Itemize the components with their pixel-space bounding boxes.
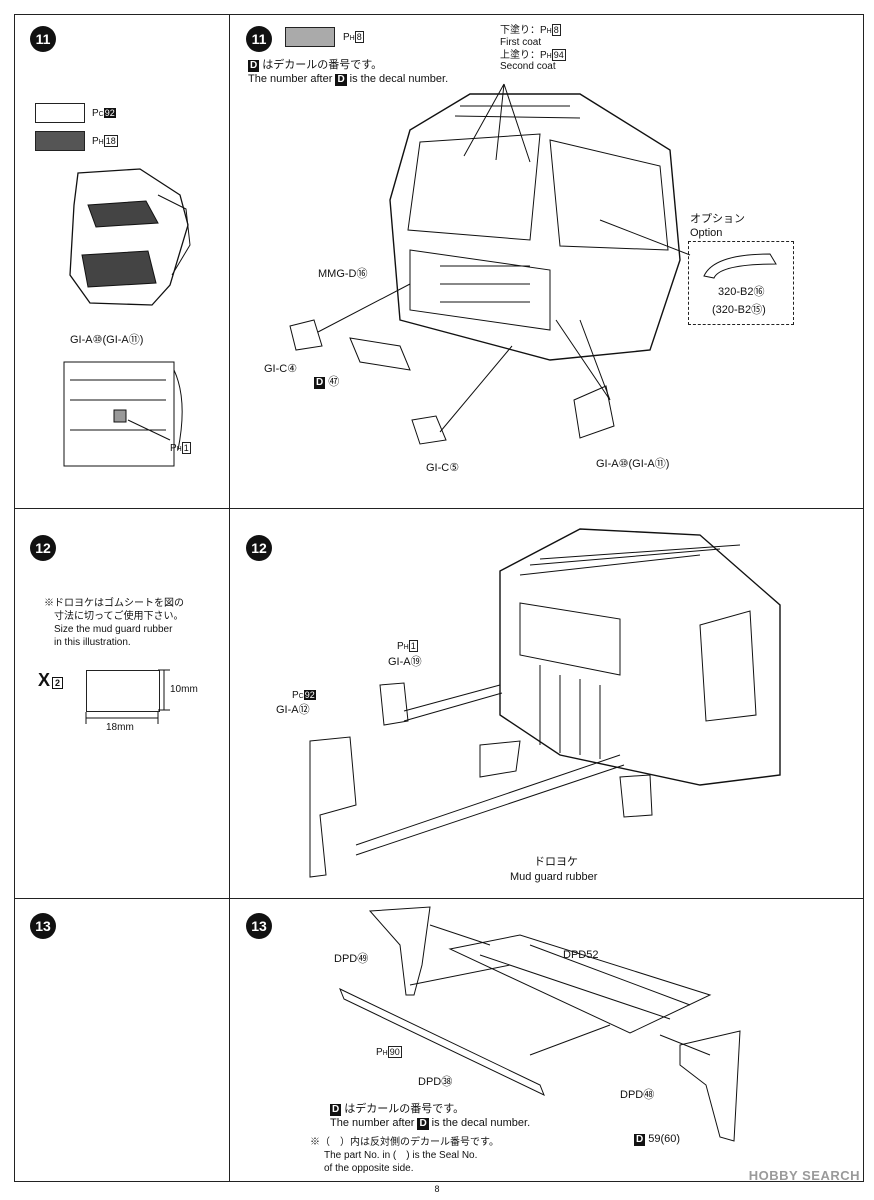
part-gi-c4: GI-C④ <box>264 363 298 375</box>
mudguard-note-en-2: in this illustration. <box>54 637 131 648</box>
paint-code-white: PC92 <box>92 108 116 119</box>
cab-rear-illustration <box>309 528 781 878</box>
mudguard-note-en-1: Size the mud guard rubber <box>54 624 173 635</box>
step-11-badge-left: 11 <box>30 26 56 52</box>
step-12-badge-left: 12 <box>30 535 56 561</box>
seal-note-en-2: of the opposite side. <box>324 1163 414 1174</box>
seal-note-jp: ※（ ）内は反対側のデカール番号です。 <box>310 1137 499 1148</box>
watermark: HOBBY SEARCH <box>748 1168 860 1183</box>
column-divider <box>229 14 230 1182</box>
step-11-badge-right: 11 <box>246 26 272 52</box>
mudguard-rubber-template <box>86 670 160 712</box>
mudguard-note-jp-2: 寸法に切ってご使用下さい。 <box>54 611 184 622</box>
part-gi-a10-right: GI-A⑩(GI-A⑪) <box>596 458 670 470</box>
mudguard-note-jp-1: ※ドロヨケはゴムシートを図の <box>44 598 184 609</box>
option-part-b: (320-B2⑮) <box>712 304 766 316</box>
row-divider-2 <box>14 898 864 899</box>
seat-part-illustration <box>69 168 191 306</box>
mudguard-label-en: Mud guard rubber <box>510 871 598 883</box>
part-label-gia10: GI-A⑩(GI-A⑪) <box>70 334 144 346</box>
seal-note-en-1: The part No. in ( ) is the Seal No. <box>324 1150 478 1161</box>
part-gi-c5: GI-C⑤ <box>426 462 460 474</box>
part-dpd48: DPD㊽ <box>620 1089 655 1101</box>
mudguard-dimension-lines <box>85 669 170 724</box>
option-part-a: 320-B2⑯ <box>718 286 765 298</box>
dim-height: 10mm <box>170 684 198 695</box>
step-12-badge-right: 12 <box>246 535 272 561</box>
part-dpd38: DPD㊳ <box>418 1076 453 1088</box>
step-13-badge-left: 13 <box>30 913 56 939</box>
second-coat-en: Second coat <box>500 61 556 72</box>
part-mmg-d16: MMG-D⑯ <box>318 268 368 280</box>
paint-swatch-dark <box>35 131 85 151</box>
mudguard-label-jp: ドロヨケ <box>534 856 578 868</box>
page-number: 8 <box>434 1184 440 1194</box>
row-divider-1 <box>14 508 864 509</box>
part-dpd49: DPD㊾ <box>334 953 369 965</box>
option-visor-illustration <box>703 253 777 279</box>
paint-swatch-grey <box>285 27 335 47</box>
option-part-box <box>688 241 794 325</box>
cab-interior-detail <box>63 361 183 467</box>
rear-deck-illustration <box>339 906 741 1142</box>
option-en: Option <box>690 227 723 239</box>
page-frame <box>14 14 864 1182</box>
first-coat-en: First coat <box>500 37 542 48</box>
cab-front-illustration <box>289 83 691 445</box>
paint-swatch-white <box>35 103 85 123</box>
part-gi-a12: GI-A⑫ <box>276 704 310 716</box>
part-dpd52: DPD52 <box>563 949 599 961</box>
step-13-badge-right: 13 <box>246 913 272 939</box>
option-jp: オプション <box>690 213 745 225</box>
dim-width: 18mm <box>106 722 134 733</box>
paint-code-pc92: PC92 <box>292 690 316 701</box>
part-gi-a19: GI-A⑲ <box>388 656 422 668</box>
